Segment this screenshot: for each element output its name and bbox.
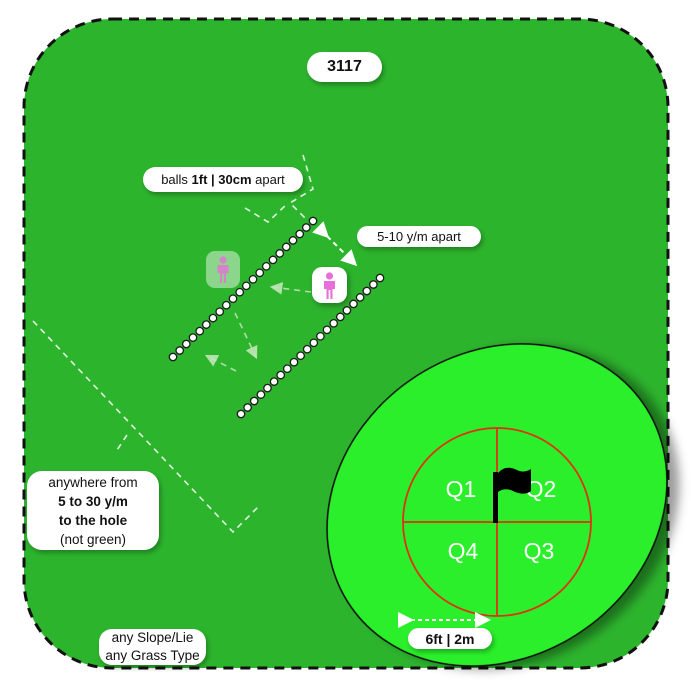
golf-ball <box>221 300 231 310</box>
ball-spacing-suffix: apart <box>251 172 285 187</box>
golf-ball <box>316 331 325 341</box>
distance-line4: (not green) <box>59 531 127 547</box>
conditions-note-box: any Slope/Lie any Grass Type <box>99 629 206 665</box>
quadrant-label-q4: Q4 <box>448 538 479 564</box>
distance-line1: anywhere from <box>48 474 138 490</box>
drill-number: 3117 <box>327 58 362 75</box>
golf-ball <box>263 383 272 393</box>
flag-banner <box>498 467 531 494</box>
target-size-label: 6ft | 2m <box>408 628 492 649</box>
conditions-line2: any Grass Type <box>105 648 200 663</box>
flag-icon <box>493 467 531 523</box>
golf-ball <box>375 273 385 283</box>
golf-ball <box>175 346 185 355</box>
golf-ball <box>269 377 279 386</box>
quadrant-label-q1: Q1 <box>446 476 477 502</box>
golf-ball <box>276 370 286 380</box>
golf-ball <box>181 339 191 349</box>
target-zone-dashed-lines <box>32 154 314 534</box>
golf-ball <box>215 307 225 317</box>
zone-chevron-line <box>244 203 288 224</box>
golf-ball <box>335 312 345 322</box>
golf-ball <box>322 325 332 335</box>
golf-ball <box>281 242 291 252</box>
ball-spacing-prefix: balls <box>161 172 192 187</box>
golf-ball <box>235 287 245 297</box>
putt-direction-arrows <box>204 281 312 372</box>
golf-ball <box>236 409 246 419</box>
golf-ball <box>243 403 252 412</box>
person-icon <box>324 272 335 299</box>
golf-ball <box>268 255 278 265</box>
target-size-text: 6ft | 2m <box>425 630 475 647</box>
zone-corner-line <box>288 154 314 220</box>
golf-ball <box>256 390 266 399</box>
zone-tick-line <box>114 434 128 454</box>
golf-ball <box>308 216 318 226</box>
golf-ball <box>255 268 265 278</box>
golf-ball <box>261 261 271 271</box>
person-icon <box>217 256 229 283</box>
golf-ball <box>275 249 285 258</box>
golf-ball <box>342 306 352 315</box>
distance-line3: to the hole <box>58 512 128 528</box>
golf-ball <box>329 318 339 328</box>
ball-line-2 <box>236 273 385 419</box>
golf-ball <box>195 326 205 336</box>
golf-ball <box>362 286 372 296</box>
line-gap-label: 5-10 y/m apart <box>357 226 481 247</box>
golf-ball <box>289 357 299 367</box>
golf-ball <box>168 352 178 362</box>
ball-line-1 <box>168 216 318 362</box>
ball-spacing-value: 1ft | 30cm <box>191 172 252 187</box>
golf-ball <box>228 294 238 304</box>
distance-line2: 5 to 30 y/m <box>58 493 128 509</box>
golf-ball <box>302 344 312 354</box>
golf-ball <box>349 299 358 309</box>
golf-ball <box>295 229 305 239</box>
player-a-icon <box>206 251 240 288</box>
drill-number-badge: 3117 <box>307 52 382 82</box>
golf-ball <box>201 320 211 329</box>
line-gap-arrow <box>312 221 358 267</box>
golf-ball <box>355 293 365 302</box>
golf-ball <box>282 364 292 374</box>
ball-spacing-label: balls 1ft | 30cm apart <box>143 167 303 192</box>
golf-ball <box>249 396 259 406</box>
golf-ball <box>288 236 298 245</box>
golf-ball <box>248 274 258 284</box>
golf-ball <box>241 281 251 291</box>
golf-ball <box>369 280 378 289</box>
golf-ball <box>301 223 311 232</box>
conditions-line1: any Slope/Lie <box>111 630 194 645</box>
direction-arrow-down <box>234 312 258 360</box>
flag-pole <box>493 472 498 523</box>
quadrant-label-q3: Q3 <box>524 538 555 564</box>
player-b-icon <box>312 267 347 303</box>
golf-ball <box>309 338 319 348</box>
line-gap-text: 5-10 y/m apart <box>377 229 461 244</box>
zone-boundary-line <box>32 320 260 534</box>
direction-arrow-upleft <box>204 354 237 372</box>
golf-ball <box>296 351 305 361</box>
golf-ball <box>208 313 218 323</box>
distance-note-box: anywhere from 5 to 30 y/m to the hole (n… <box>27 471 159 550</box>
golf-ball <box>188 333 198 342</box>
